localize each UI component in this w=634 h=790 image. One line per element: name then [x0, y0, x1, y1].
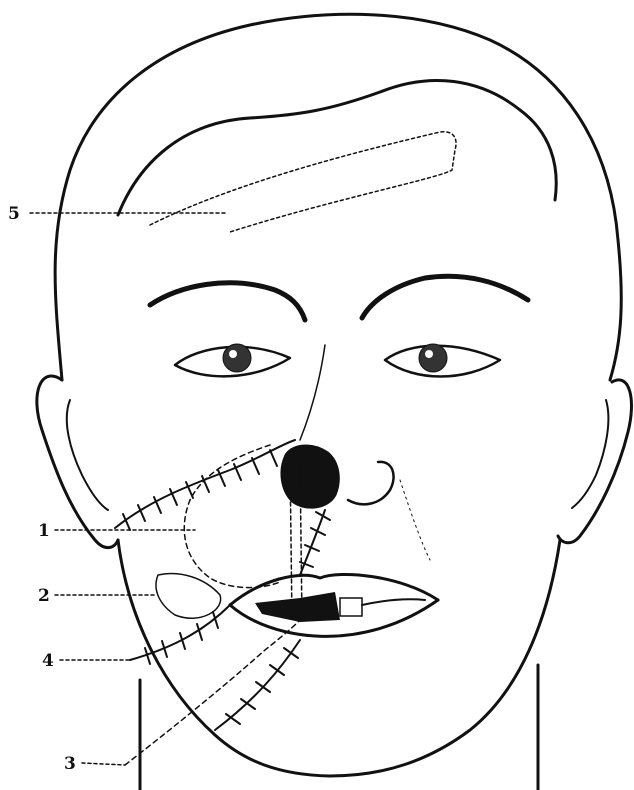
hairline [118, 80, 556, 215]
head-outline [55, 14, 621, 380]
tooth-gap [340, 598, 362, 616]
suture-marks-upper [123, 450, 277, 530]
label-4: 4 [42, 651, 54, 671]
left-eyebrow [150, 283, 305, 320]
suture-line-nasal [300, 510, 325, 575]
label-3: 3 [64, 754, 76, 774]
left-pupil-highlight [229, 350, 237, 358]
nose-ala-right [348, 462, 394, 504]
forehead-flap [150, 132, 456, 232]
left-ear-inner [67, 400, 108, 510]
right-pupil-highlight [425, 350, 433, 358]
right-ear-inner [572, 400, 608, 508]
left-iris [223, 344, 251, 372]
label-1: 1 [38, 521, 50, 541]
right-eyebrow [362, 276, 528, 318]
mouth-defect [255, 592, 340, 622]
right-ear [558, 380, 631, 543]
leader-line-3 [82, 763, 125, 765]
label-2: 2 [38, 586, 50, 606]
nose-bridge [300, 345, 325, 440]
suture-line-chin [215, 640, 300, 730]
label-5: 5 [8, 204, 20, 224]
undermining-line [125, 620, 300, 765]
cheek-tissue-area [156, 574, 221, 619]
teeth-line [362, 599, 425, 605]
nasolabial-fold [400, 480, 430, 560]
cheek-flap-outline [184, 445, 280, 588]
right-iris [419, 344, 447, 372]
